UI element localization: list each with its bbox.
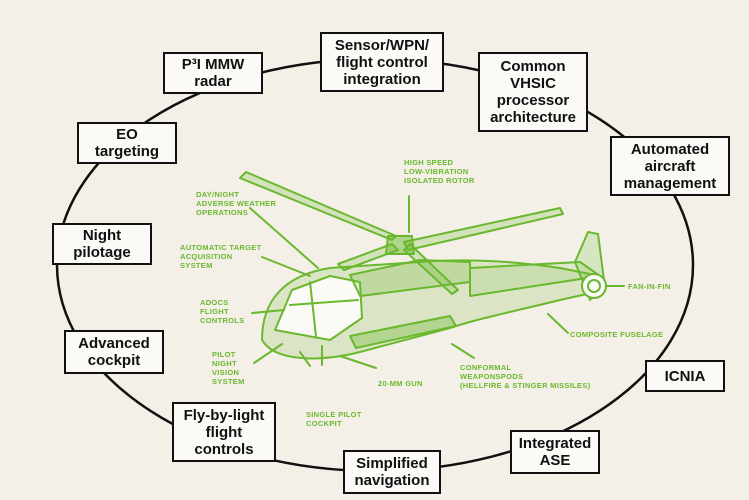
callout-adocs-flight-controls: ADOCS FLIGHT CONTROLS [200,298,245,325]
box-common-vhsic: Common VHSIC processor architecture [478,52,588,132]
box-fly-by-light: Fly-by-light flight controls [172,402,276,462]
callout-composite-fuselage: COMPOSITE FUSELAGE [570,330,664,339]
callout-fan-in-fin: FAN-IN-FIN [628,282,671,291]
callout-20mm-gun: 20-MM GUN [378,379,423,388]
callout-day-night-operations: DAY/NIGHT ADVERSE WEATHER OPERATIONS [196,190,277,217]
callout-conformal-weapons-pods: CONFORMAL WEAPONSPODS (HELLFIRE & STINGE… [460,363,591,390]
callout-high-speed-rotor: HIGH SPEED LOW-VIBRATION ISOLATED ROTOR [404,158,475,185]
box-eo-targeting: EO targeting [77,122,177,164]
callout-automatic-target-acquisition: AUTOMATIC TARGET ACQUISITION SYSTEM [180,243,262,270]
box-simplified-navigation: Simplified navigation [343,450,441,494]
callout-pilot-night-vision: PILOT NIGHT VISION SYSTEM [212,350,245,386]
box-advanced-cockpit: Advanced cockpit [64,330,164,374]
fan-in-fin [581,273,607,299]
box-sensor-wpn-integration: Sensor/WPN/ flight control integration [320,32,444,92]
callout-single-pilot-cockpit: SINGLE PILOT COCKPIT [306,410,362,428]
weapon-pod [349,315,457,349]
box-p3i-mmw-radar: P³I MMW radar [163,52,263,94]
rotor-hub [385,235,415,255]
box-integrated-ase: Integrated ASE [510,430,600,474]
rotor-blade [403,207,564,251]
helicopter-illustration [239,171,625,369]
box-night-pilotage: Night pilotage [52,223,152,265]
box-automated-aircraft-management: Automated aircraft management [610,136,730,196]
box-icnia: ICNIA [645,360,725,392]
canopy [274,275,363,341]
